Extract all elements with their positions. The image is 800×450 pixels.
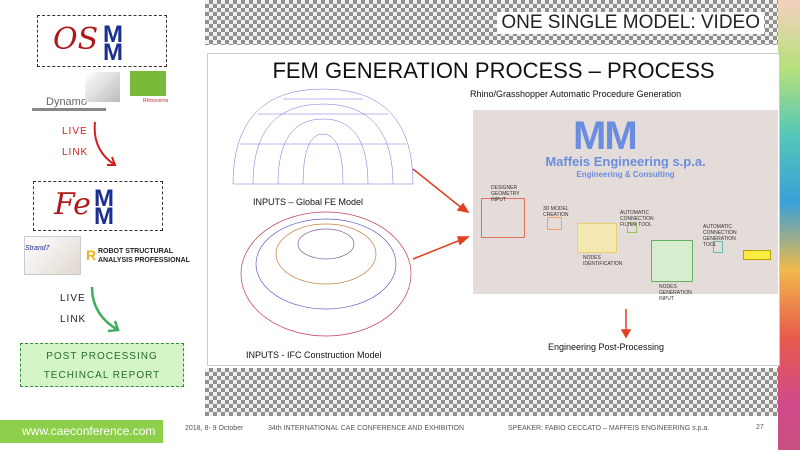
output-box (743, 250, 771, 260)
diagram-label: 3D MODEL CREATION (543, 206, 569, 218)
filter-tool-box (627, 223, 637, 233)
decorative-checker-bottom (205, 368, 780, 416)
content-panel: FEM GENERATION PROCESS – PROCESS INPUTS … (207, 53, 780, 366)
decorative-color-strip (778, 0, 800, 450)
input1-caption: INPUTS – Global FE Model (253, 197, 364, 207)
post-line-1: POST PROCESSING (46, 351, 158, 362)
footer-date: 2018, 8- 9 October (185, 425, 244, 432)
dynamo-logo: Dynamo (32, 96, 106, 111)
live-link-label-1: LIVE LINK (62, 121, 88, 163)
footer-url-link[interactable]: www.caeconference.com (0, 420, 163, 443)
link-text: LINK (62, 147, 89, 158)
rhino-logo (85, 72, 120, 102)
live-text: LIVE (62, 126, 88, 137)
robot-logo-icon: R (86, 247, 97, 263)
footer-event: 34th INTERNATIONAL CAE CONFERENCE AND EX… (268, 425, 465, 432)
maffeis-logo: MM (573, 114, 638, 158)
rhinoceros-label: Rhinoceros (143, 98, 169, 104)
ifc-dome-image (240, 211, 412, 337)
strand7-logo: Strand7 (24, 236, 81, 275)
diagram-label: NODES GENERATION INPUT (659, 284, 692, 302)
grasshopper-logo (130, 71, 166, 96)
os-logo-text: OS (53, 22, 99, 57)
red-arrow-icon (93, 121, 117, 166)
robot-logo-text: ROBOT STRUCTURAL ANALYSIS PROFESSIONAL (98, 248, 190, 264)
strand7-text: Strand7 (25, 245, 50, 252)
diagram-label: NODES IDENTIFICATION (583, 255, 623, 267)
diagram-label: DESIGNER GEOMETRY INPUT (491, 185, 520, 203)
company-tagline: Engineering & Consulting (576, 170, 675, 179)
flow-arrows (412, 168, 632, 339)
rhino-caption: Rhino/Grasshopper Automatic Procedure Ge… (470, 89, 682, 99)
grasshopper-diagram: MM Maffeis Engineering s.p.a. Engineerin… (473, 110, 778, 302)
link-text: LINK (60, 314, 87, 325)
slide-title: ONE SINGLE MODEL: VIDEO (497, 12, 764, 34)
company-name: Maffeis Engineering s.p.a. (545, 154, 706, 169)
post-line-2: TECHINCAL REPORT (43, 370, 161, 381)
post-processing-box: POST PROCESSING TECHINCAL REPORT (20, 343, 184, 387)
panel-title: FEM GENERATION PROCESS – PROCESS (272, 58, 715, 83)
diagram-label: AUTOMATIC CONNECTION FILTER TOOL (620, 210, 654, 228)
nodes-generation-box (651, 240, 693, 282)
model-creation-box (547, 217, 562, 230)
live-link-label-2: LIVE LINK (60, 288, 86, 330)
footer-speaker: SPEAKER: FABIO CECCATO – MAFFEIS ENGINEE… (508, 425, 710, 432)
live-text: LIVE (60, 293, 86, 304)
generation-tool-box (713, 241, 723, 253)
designer-input-box (481, 198, 525, 238)
output-caption: Engineering Post-Processing (548, 342, 665, 352)
global-fe-dome-image (232, 88, 414, 185)
diagram-label: AUTOMATIC CONNECTION GENERATION TOOL (703, 224, 737, 248)
page-number: 27 (756, 424, 764, 431)
nodes-identification-box (577, 223, 617, 253)
input2-caption: INPUTS - IFC Construction Model (246, 350, 382, 360)
green-arrow-icon (90, 286, 120, 333)
fe-logo-text: Fe (54, 187, 91, 222)
